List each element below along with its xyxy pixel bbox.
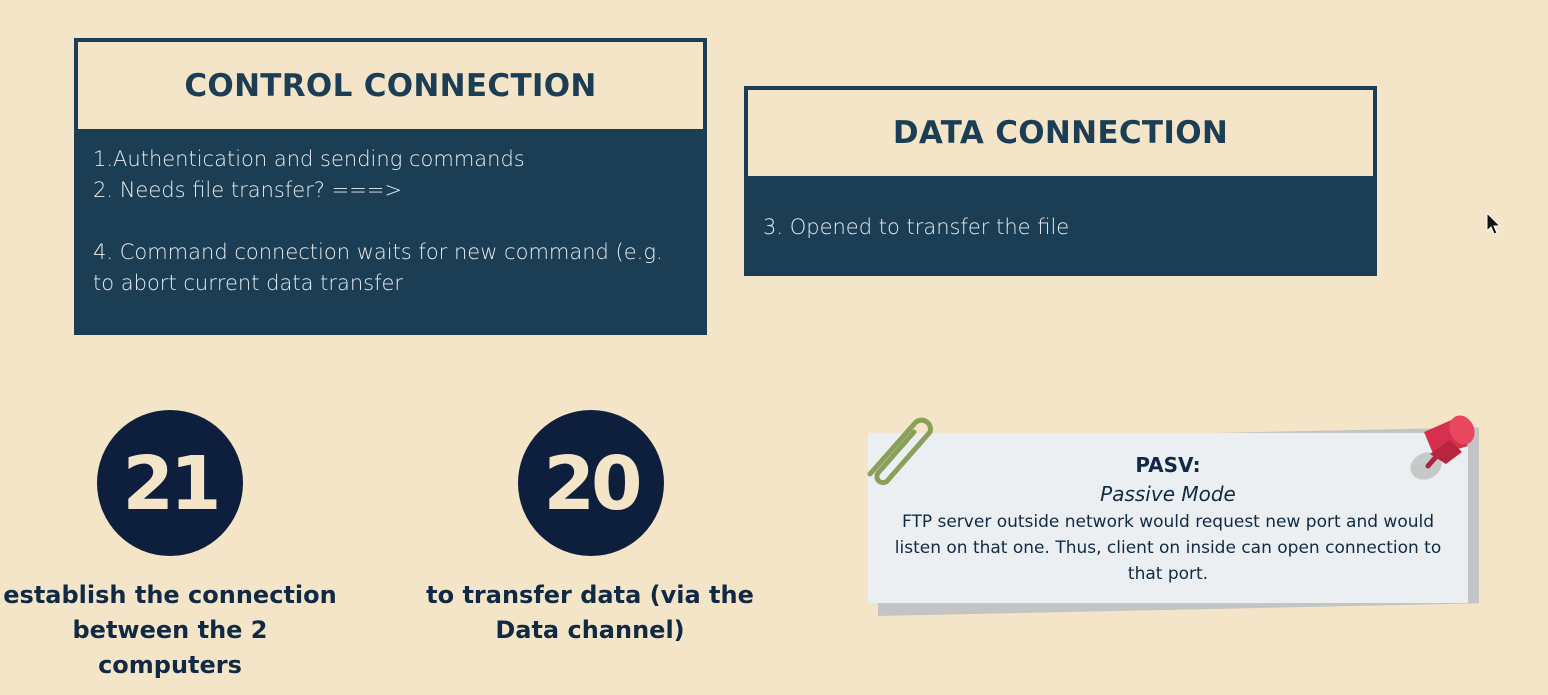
port-21-number: 21 [122, 441, 222, 527]
port-21-badge: 21 [97, 410, 243, 556]
note-subtitle: Passive Mode [1100, 482, 1236, 506]
mouse-cursor-icon [1486, 212, 1502, 235]
data-connection-title: DATA CONNECTION [892, 115, 1229, 151]
paperclip-icon [867, 417, 933, 486]
control-step-2: 2. Needs file transfer? ===> [93, 178, 403, 202]
data-connection-header: DATA CONNECTION [748, 90, 1373, 176]
control-connection-header: CONTROL CONNECTION [78, 42, 703, 129]
control-connection-title: CONTROL CONNECTION [184, 67, 597, 104]
note-text: FTP server outside network would request… [894, 512, 1442, 584]
port-20-caption: to transfer data (via the Data channel) [426, 581, 754, 644]
pasv-note: PASV: Passive Mode FTP server outside ne… [868, 433, 1468, 603]
control-step-4: 4. Command connection waits for new comm… [93, 240, 663, 295]
port-20-badge: 20 [518, 410, 664, 556]
data-connection-body: 3. Opened to transfer the file [748, 176, 1373, 243]
port-21-caption: establish the connection between the 2 c… [3, 581, 337, 679]
data-connection-box: DATA CONNECTION 3. Opened to transfer th… [744, 86, 1377, 276]
control-connection-body: 1.Authentication and sending commands 2.… [78, 129, 703, 299]
data-step-3: 3. Opened to transfer the file [763, 215, 1070, 239]
pushpin-icon [1410, 415, 1475, 480]
control-connection-box: CONTROL CONNECTION 1.Authentication and … [74, 38, 707, 335]
control-step-1: 1.Authentication and sending commands [93, 147, 525, 171]
note-title: PASV: [1135, 453, 1201, 477]
port-20-number: 20 [543, 441, 643, 527]
spacer [93, 206, 688, 237]
